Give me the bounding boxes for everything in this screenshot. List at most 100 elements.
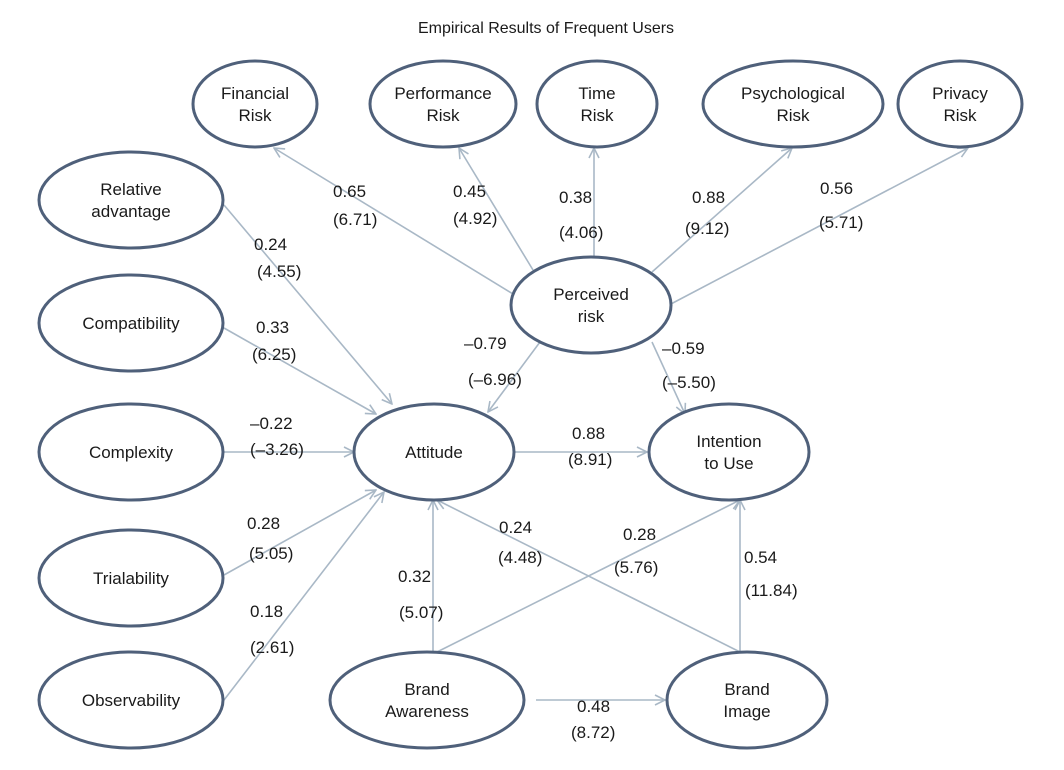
path-t-value: (4.92) [453, 209, 497, 228]
node-label: Time [578, 84, 615, 103]
path-t-value: (5.71) [819, 213, 863, 232]
node-ellipse [701, 59, 885, 149]
node-label: Risk [238, 106, 272, 125]
node-label: Risk [426, 106, 460, 125]
path-coefficient: –0.79 [464, 334, 507, 353]
path-t-value: (8.72) [571, 723, 615, 742]
path-coefficient: 0.88 [572, 424, 605, 443]
path-coefficient: –0.22 [250, 414, 293, 433]
node-attitude: Attitude [352, 402, 516, 502]
node-label: Compatibility [82, 314, 180, 333]
node-label: Observability [82, 691, 181, 710]
path-arrow-compatibility-to-attitude [223, 327, 376, 414]
path-t-value: (5.07) [399, 603, 443, 622]
node-ellipse [328, 650, 526, 750]
path-arrow-relative-advantage-to-attitude [223, 204, 392, 404]
path-t-value: (6.25) [252, 345, 296, 364]
node-label: Complexity [89, 443, 174, 462]
node-label: Trialability [93, 569, 169, 588]
path-t-value: (4.48) [498, 548, 542, 567]
path-coefficient: –0.59 [662, 339, 705, 358]
node-ellipse [37, 650, 225, 750]
node-label: Privacy [932, 84, 988, 103]
node-ellipse [368, 59, 518, 149]
node-label: Brand [724, 680, 769, 699]
path-t-value: (4.06) [559, 223, 603, 242]
path-arrow-perceived-risk-to-psychological-risk [651, 148, 792, 273]
path-t-value: (5.76) [614, 558, 658, 577]
path-arrow-perceived-risk-to-intention-to-use [651, 341, 685, 414]
node-perceived-risk: Perceived risk [509, 255, 673, 355]
node-intention-to-use: Intention to Use [647, 402, 811, 502]
path-t-value: (–5.50) [662, 373, 716, 392]
node-complexity: Complexity [37, 402, 225, 502]
path-coefficient: 0.28 [247, 514, 280, 533]
node-label: Attitude [405, 443, 463, 462]
path-arrow-perceived-risk-to-financial-risk [274, 148, 519, 298]
node-label: Relative [100, 180, 161, 199]
path-t-value: (9.12) [685, 219, 729, 238]
node-ellipse [37, 402, 225, 502]
node-label: Awareness [385, 702, 469, 721]
path-coefficient: 0.24 [499, 518, 532, 537]
node-compatibility: Compatibility [37, 273, 225, 373]
path-arrow-perceived-risk-to-performance-risk [459, 148, 534, 271]
path-coefficient: 0.56 [820, 179, 853, 198]
node-label: risk [578, 307, 605, 326]
node-label: Perceived [553, 285, 629, 304]
path-coefficient: 0.54 [744, 548, 777, 567]
node-label: Brand [404, 680, 449, 699]
node-ellipse [896, 59, 1024, 149]
path-t-value: (–3.26) [250, 440, 304, 459]
path-arrow-brand-awareness-to-intention-to-use [436, 500, 740, 653]
path-arrow-perceived-risk-to-attitude [488, 341, 541, 412]
node-label: Intention [696, 432, 761, 451]
path-coefficient: 0.32 [398, 567, 431, 586]
path-arrow-trialability-to-attitude [223, 490, 376, 576]
path-t-value: (4.55) [257, 262, 301, 281]
path-t-value: (–6.96) [468, 370, 522, 389]
path-t-value: (11.84) [745, 581, 798, 600]
path-coefficient: 0.24 [254, 235, 287, 254]
path-arrow-observability-to-attitude [223, 492, 384, 701]
node-ellipse [352, 402, 516, 502]
node-ellipse [647, 402, 811, 502]
node-label: Risk [580, 106, 614, 125]
node-label: Psychological [741, 84, 845, 103]
path-coefficient: 0.18 [250, 602, 283, 621]
node-ellipse [509, 255, 673, 355]
node-label: Performance [394, 84, 491, 103]
path-coefficient: 0.33 [256, 318, 289, 337]
path-arrow-perceived-risk-to-privacy-risk [668, 148, 968, 306]
path-coefficient: 0.45 [453, 182, 486, 201]
diagram-title: Empirical Results of Frequent Users [418, 20, 674, 37]
node-label: to Use [704, 454, 753, 473]
path-t-value: (2.61) [250, 638, 294, 657]
node-ellipse [37, 273, 225, 373]
path-coefficient: 0.88 [692, 188, 725, 207]
node-ellipse [535, 59, 659, 149]
node-ellipse [665, 650, 829, 750]
node-ellipse [37, 150, 225, 250]
node-label: Image [723, 702, 770, 721]
node-trialability: Trialability [37, 528, 225, 628]
path-t-value: (8.91) [568, 450, 612, 469]
path-coefficient: 0.28 [623, 525, 656, 544]
nodes-layer: FinancialRiskPerformanceRiskTimeRiskPsyc… [37, 59, 1024, 750]
path-coefficient: 0.48 [577, 697, 610, 716]
node-observability: Observability [37, 650, 225, 750]
node-ellipse [37, 528, 225, 628]
path-coefficient: 0.65 [333, 182, 366, 201]
path-coefficient: 0.38 [559, 188, 592, 207]
node-ellipse [191, 59, 319, 149]
path-t-value: (5.05) [249, 544, 293, 563]
